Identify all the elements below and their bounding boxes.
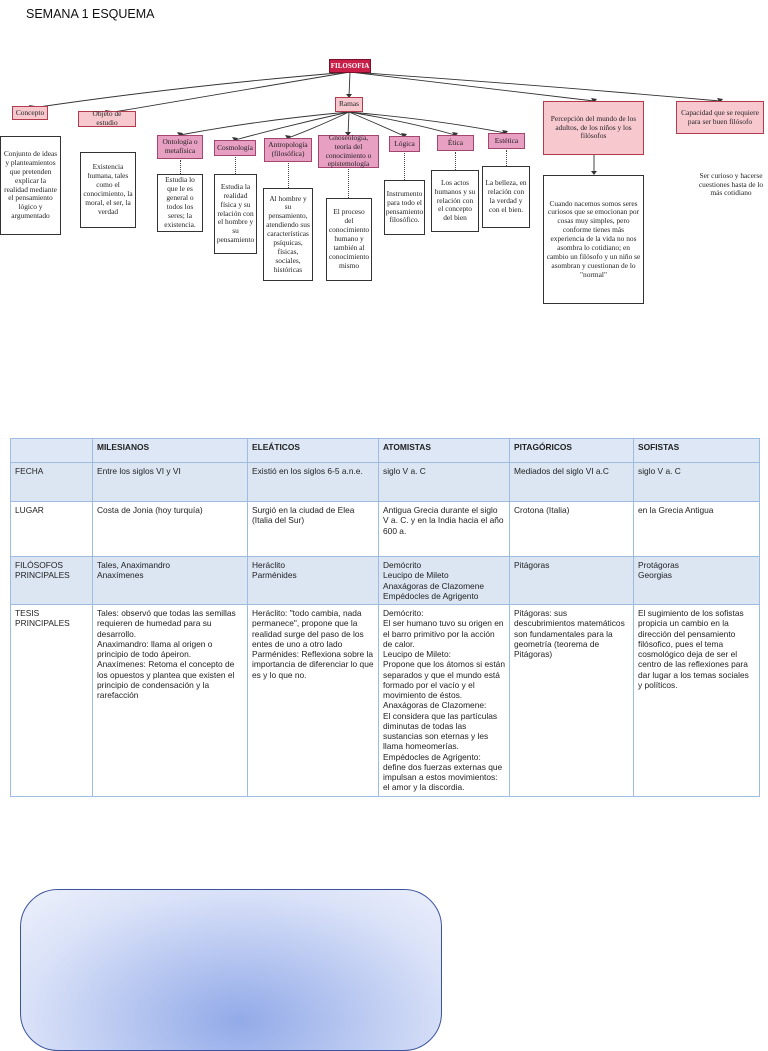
table-cell: LUGAR xyxy=(10,501,93,557)
dotted-connector xyxy=(404,153,405,180)
table-cell: Tales: observó que todas las semillas re… xyxy=(92,604,248,797)
table-row: FILÓSOFOS PRINCIPALES Tales, Anaximandro… xyxy=(10,556,760,605)
node-etica: Ética xyxy=(437,135,474,151)
dotted-connector xyxy=(348,169,349,198)
table-cell: Antigua Grecia durante el siglo V a. C. … xyxy=(378,501,510,557)
desc-capacidad: Ser curioso y hacerse cuestiones hasta d… xyxy=(696,156,766,214)
table-cell: Surgió en la ciudad de Elea (Italia del … xyxy=(247,501,379,557)
table-cell: El sugimiento de los sofistas propicia u… xyxy=(633,604,760,797)
node-cosmologia: Cosmología xyxy=(214,140,256,156)
node-gnoseologia: Gnoseología, teoría del conocimiento o e… xyxy=(318,133,379,168)
table-cell: en la Grecia Antigua xyxy=(633,501,760,557)
node-estetica: Estética xyxy=(488,133,525,149)
philosophy-schools-table: MILESIANOS ELEÁTICOS ATOMISTAS PITAGÓRIC… xyxy=(10,438,760,797)
desc-antropologia: Al hombre y su pensamiento, atendiendo s… xyxy=(263,188,313,281)
table-cell: Mediados del siglo VI a.C xyxy=(509,462,634,502)
desc-ontologia: Estudia lo que le es general o todos los… xyxy=(157,174,203,232)
desc-percepcion: Cuando nacemos somos seres curiosos que … xyxy=(543,175,644,304)
node-filosofia: FILOSOFIA xyxy=(329,59,371,73)
dotted-connector xyxy=(180,160,181,174)
node-objeto-estudio: Objeto de estudio xyxy=(78,109,136,127)
table-cell: Pitágoras: sus descubrimientos matemátic… xyxy=(509,604,634,797)
table-cell: Tales, Anaximandro Anaxímenes xyxy=(92,556,248,605)
page-title: SEMANA 1 ESQUEMA xyxy=(26,7,155,21)
desc-cosmologia: Estudia la realidad física y su relación… xyxy=(214,174,257,254)
node-antropologia: Antropología (filosófica) xyxy=(264,138,312,162)
table-cell: Existió en los siglos 6-5 a.n.e. xyxy=(247,462,379,502)
table-header-cell: SOFISTAS xyxy=(633,438,760,463)
table-cell: Heráclito Parménides xyxy=(247,556,379,605)
node-percepcion: Percepción del mundo de los adultos, de … xyxy=(543,101,644,155)
table-row: LUGAR Costa de Jonia (hoy turquía) Surgi… xyxy=(10,501,760,557)
desc-gnoseologia: El proceso del conocimiento humano y tam… xyxy=(326,198,372,281)
node-capacidad: Capacidad que se requiere para ser buen … xyxy=(676,101,764,134)
desc-estetica: La belleza, en relación con la verdad y … xyxy=(482,166,530,228)
concept-map-connectors xyxy=(29,71,723,175)
node-concepto: Concepto xyxy=(12,106,48,120)
table-cell: siglo V a. C xyxy=(633,462,760,502)
rounded-gradient-shape xyxy=(20,889,442,1051)
table-row: TESIS PRINCIPALES Tales: observó que tod… xyxy=(10,604,760,797)
node-ramas: Ramas xyxy=(335,97,363,112)
table-cell: Pitágoras xyxy=(509,556,634,605)
table-header-row: MILESIANOS ELEÁTICOS ATOMISTAS PITAGÓRIC… xyxy=(10,438,760,463)
node-ontologia: Ontología o metafísica xyxy=(157,135,203,159)
table-row: FECHA Entre los siglos VI y VI Existió e… xyxy=(10,462,760,502)
table-cell: Costa de Jonia (hoy turquía) xyxy=(92,501,248,557)
desc-objeto-estudio: Existencia humana, tales como el conocim… xyxy=(80,152,136,228)
node-logica: Lógica xyxy=(389,136,420,152)
dotted-connector xyxy=(455,152,456,170)
dotted-connector xyxy=(235,157,236,174)
table-header-cell: PITAGÓRICOS xyxy=(509,438,634,463)
table-cell: siglo V a. C xyxy=(378,462,510,502)
desc-etica: Los actos humanos y su relación con el c… xyxy=(431,170,479,232)
table-cell: Protágoras Georgias xyxy=(633,556,760,605)
desc-concepto: Conjunto de ideas y planteamientos que p… xyxy=(0,136,61,235)
table-cell: FILÓSOFOS PRINCIPALES xyxy=(10,556,93,605)
table-header-cell: ATOMISTAS xyxy=(378,438,510,463)
table-header-cell: MILESIANOS xyxy=(92,438,248,463)
table-cell: Crotona (Italia) xyxy=(509,501,634,557)
desc-logica: Instrumento para todo el pensamiento fil… xyxy=(384,180,425,235)
dotted-connector xyxy=(506,150,507,166)
dotted-connector xyxy=(288,163,289,188)
table-cell: Demócrito: El ser humano tuvo su origen … xyxy=(378,604,510,797)
table-cell: Heráclito: "todo cambia, nada permanece"… xyxy=(247,604,379,797)
table-cell: FECHA xyxy=(10,462,93,502)
table-header-cell xyxy=(10,438,93,463)
table-cell: TESIS PRINCIPALES xyxy=(10,604,93,797)
table-cell: Entre los siglos VI y VI xyxy=(92,462,248,502)
table-header-cell: ELEÁTICOS xyxy=(247,438,379,463)
table-cell: Demócrito Leucipo de Mileto Anaxágoras d… xyxy=(378,556,510,605)
